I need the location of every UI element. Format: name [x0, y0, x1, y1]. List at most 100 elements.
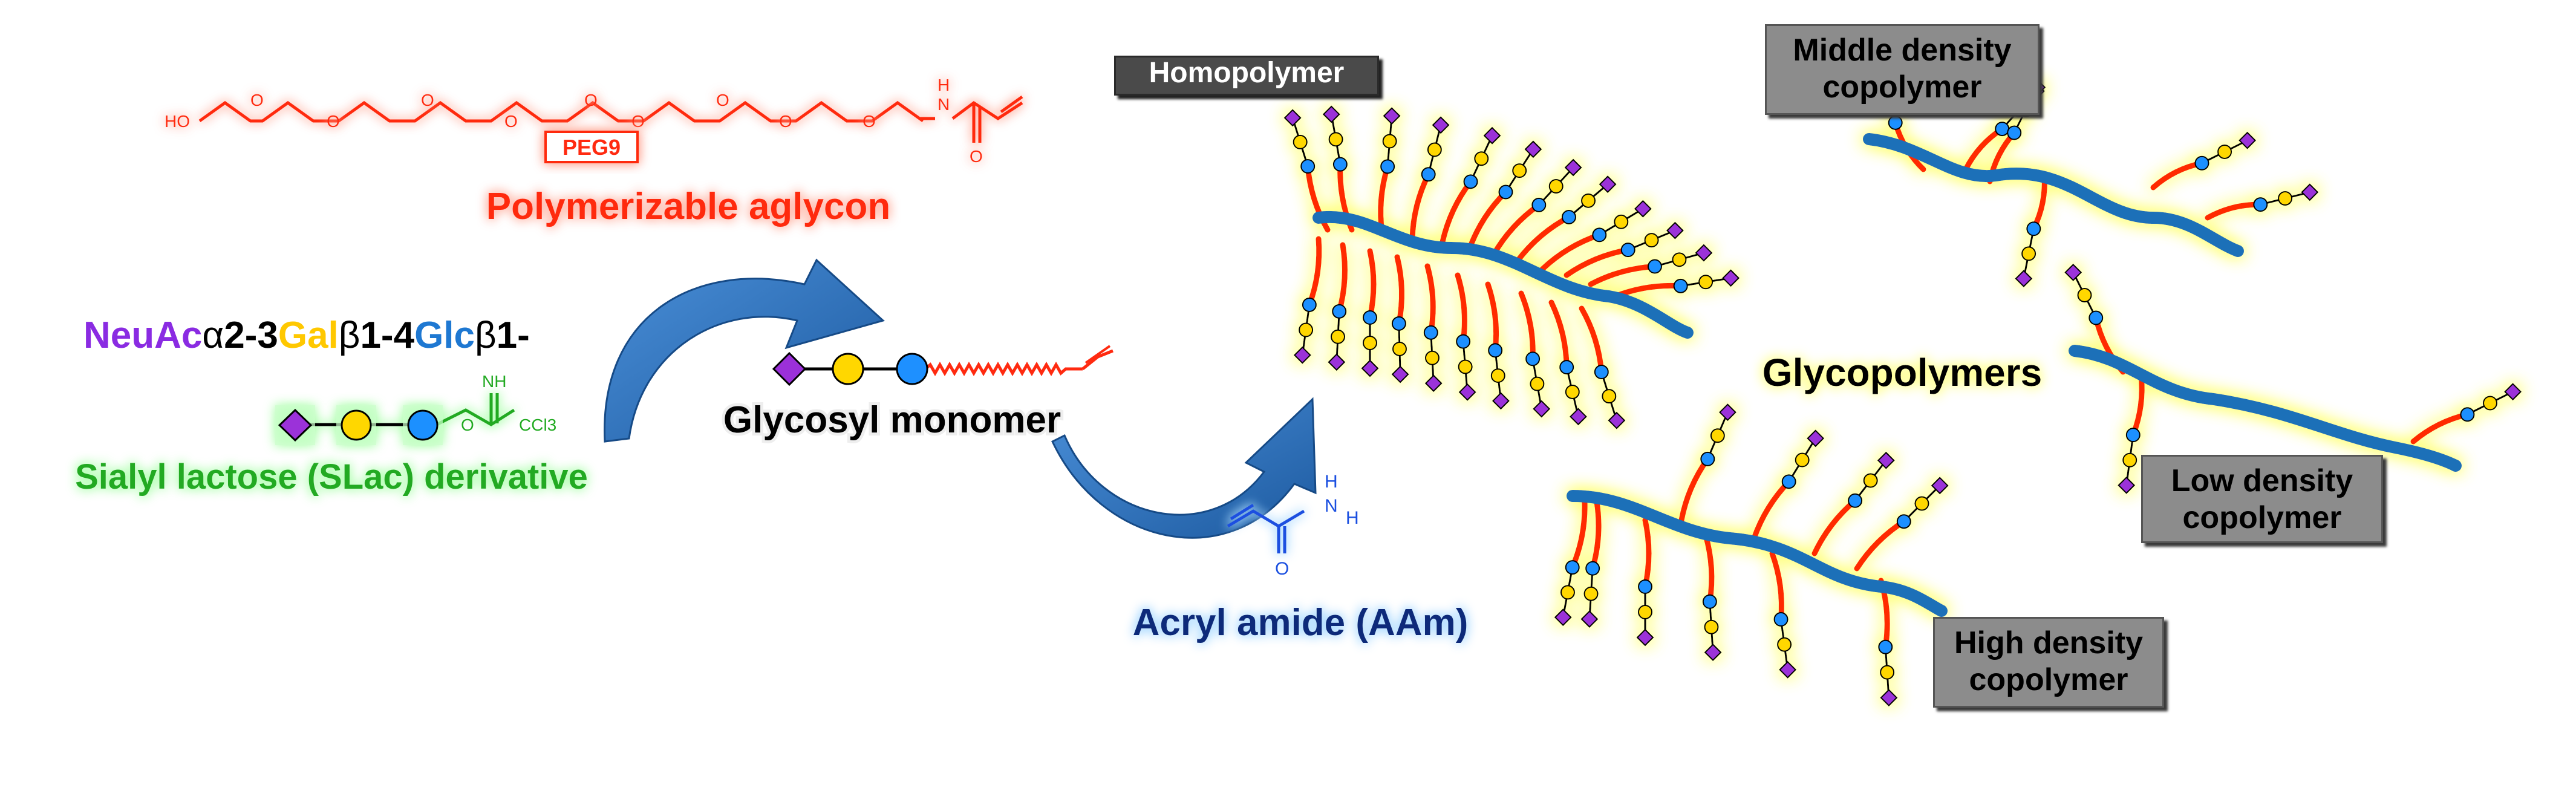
middle-density-copolymer-chain-3-neuac: [2239, 131, 2257, 149]
middle-density-copolymer-chain-0-glc: [1888, 115, 1903, 130]
high-density-line2: copolymer: [1969, 662, 2128, 698]
slac-glc-circle: [407, 409, 439, 441]
high-density-copolymer-chain-0-neuac: [1580, 610, 1599, 628]
glc-text: Glc: [414, 315, 475, 356]
homopolymer-chain-20-glc: [1559, 360, 1574, 375]
acrylamide-structure: [1227, 503, 1305, 553]
homopolymer-chain-12-glc: [1302, 297, 1317, 312]
homopolymer-chain-10-neuac: [1695, 244, 1713, 262]
homopolymer-chain-11-glc: [1673, 278, 1688, 293]
peg9-aglycon-structure: [198, 95, 1023, 143]
low-density-label-box: Low density copolymer: [2141, 455, 2383, 543]
high-density-copolymer-chain-8-glc: [1896, 514, 1911, 529]
low-density-copolymer-chain-1-gal: [2483, 396, 2498, 411]
high-density-copolymer-chain-6-linker: [1751, 478, 1792, 541]
homopolymer-chain-14-glc: [1363, 310, 1377, 325]
homopolymer-chain-11-gal: [1698, 275, 1714, 290]
low-density-line1: Low density: [2171, 463, 2353, 498]
aam-atom-labels: H N H O: [1275, 472, 1359, 579]
aam-chain: [1227, 509, 1305, 528]
monomer-caption: Glycosyl monomer: [723, 399, 1061, 441]
high-density-copolymer-chain-3-linker: [1769, 550, 1784, 622]
high-density-copolymer-chain-0-linker: [1590, 499, 1602, 572]
homopolymer-chain-10-linker: [1588, 264, 1658, 287]
homopolymer-chain-6-neuac: [1564, 158, 1582, 177]
slac-atom-labels: NH O CCl3: [461, 372, 556, 434]
glycopolymer-structures: [1283, 70, 2522, 706]
homopolymer-chain-0-gal: [1293, 134, 1308, 149]
aam-o-label: O: [1275, 559, 1289, 579]
homopolymer-chain-10-glc: [1647, 259, 1662, 274]
amide-n-label: N: [937, 95, 950, 114]
high-density-copolymer-chain-5-linker: [1678, 456, 1710, 523]
homopolymer-chain-21-glc: [1594, 364, 1609, 379]
ether-o-9: O: [862, 112, 876, 131]
homopolymer-chain-6-gal: [1548, 178, 1564, 194]
alpha-text: α: [202, 315, 224, 356]
high-density-copolymer-chain-7-linker: [1811, 498, 1858, 556]
homopolymer-chain-1-glc: [1332, 157, 1348, 172]
slac-o-label: O: [461, 416, 474, 434]
middle-density-copolymer-chain-3-glc: [2194, 155, 2209, 171]
high-density-copolymer-chain-3-gal: [1777, 637, 1792, 652]
aam-caption: Acryl amide (AAm): [1133, 602, 1469, 644]
homopolymer-chain-4-glc: [1463, 174, 1478, 189]
homopolymer-chain-20-linker: [1548, 299, 1570, 370]
low-density-copolymer-chain-2-neuac: [2064, 264, 2082, 281]
middle-density-label-box: Middle density copolymer: [1765, 24, 2040, 115]
homopolymer-chain-14-neuac: [1361, 359, 1379, 377]
monomer-peg-wavy: [924, 361, 1083, 377]
homopolymer-chain-17-glc: [1456, 334, 1471, 349]
monomer-gal-circle: [832, 353, 864, 385]
middle-density-copolymer-chain-4-gal: [2278, 191, 2293, 206]
homopolymer-chain-3-glc: [1421, 167, 1436, 182]
monomer-neuac-diamond: [772, 351, 807, 386]
middle-density-copolymer-chain-4-neuac: [2301, 183, 2319, 201]
beta2-text: β: [475, 315, 497, 356]
high-density-copolymer-chain-4-glc: [1878, 639, 1893, 654]
homopolymer-chain-14-gal: [1363, 336, 1377, 350]
ether-o-7: O: [716, 91, 729, 109]
high-density-copolymer-chain-1-linker: [1642, 517, 1652, 590]
middle-density-copolymer-chain-2-linker: [2030, 172, 2047, 232]
homopolymer-chain-16-glc: [1423, 325, 1438, 340]
low-density-copolymer: [2064, 264, 2522, 494]
high-density-copolymer-chain-6-gal: [1795, 452, 1810, 468]
ether-o-1: O: [250, 91, 264, 109]
high-density-copolymer-chain-5-neuac: [1719, 403, 1736, 422]
carbonyl-o-label: O: [970, 147, 983, 166]
high-density-copolymer-chain-9-glc: [1565, 560, 1580, 575]
glycopolymers-caption: Glycopolymers: [1762, 351, 2042, 394]
homopolymer-chain-9-glc: [1620, 243, 1635, 258]
middle-density-copolymer-chain-1-glc: [1995, 122, 2010, 137]
ether-o-3: O: [421, 91, 434, 109]
homopolymer-chain-7-gal: [1581, 193, 1596, 208]
high-density-copolymer-chain-6-neuac: [1807, 429, 1825, 448]
homopolymer-chain-3-gal: [1427, 142, 1442, 157]
slac-caption: Sialyl lactose (SLac) derivative: [75, 457, 588, 497]
homopolymer-chain-20-gal: [1565, 384, 1580, 399]
ho-label: HO: [165, 112, 190, 131]
low-density-copolymer-backbone: [2069, 345, 2462, 472]
homopolymer-chain-0-neuac: [1283, 109, 1302, 127]
high-density-copolymer-chain-5-gal: [1710, 428, 1725, 443]
slac-gal-circle: [341, 409, 372, 441]
homopolymer-backbone: [1312, 210, 1694, 339]
high-density-copolymer-chain-2-glc: [1702, 594, 1717, 609]
homopolymer-chain-3-neuac: [1432, 116, 1450, 134]
homopolymer-chain-17-gal: [1458, 359, 1473, 374]
homopolymer-chain-7-glc: [1561, 209, 1576, 224]
homopolymer-chain-12-linker: [1306, 236, 1322, 308]
high-density-copolymer-chain-8-linker: [1854, 518, 1907, 572]
middle-density-copolymer-chain-4-glc: [2253, 197, 2268, 212]
homopolymer-chain-15-gal: [1392, 341, 1407, 356]
peg9-tag-box: [544, 131, 639, 163]
homopolymer-chain-4-gal: [1474, 151, 1489, 166]
high-density-copolymer-chain-8-neuac: [1931, 477, 1949, 495]
homopolymer-chain-17-neuac: [1458, 383, 1476, 401]
ether-o-2: O: [327, 112, 340, 131]
homopolymer-chain-2-glc: [1380, 159, 1395, 174]
high-density-copolymer: [1554, 403, 1949, 706]
beta1-text: β: [339, 315, 360, 356]
high-density-copolymer-chain-9-neuac: [1554, 608, 1572, 627]
